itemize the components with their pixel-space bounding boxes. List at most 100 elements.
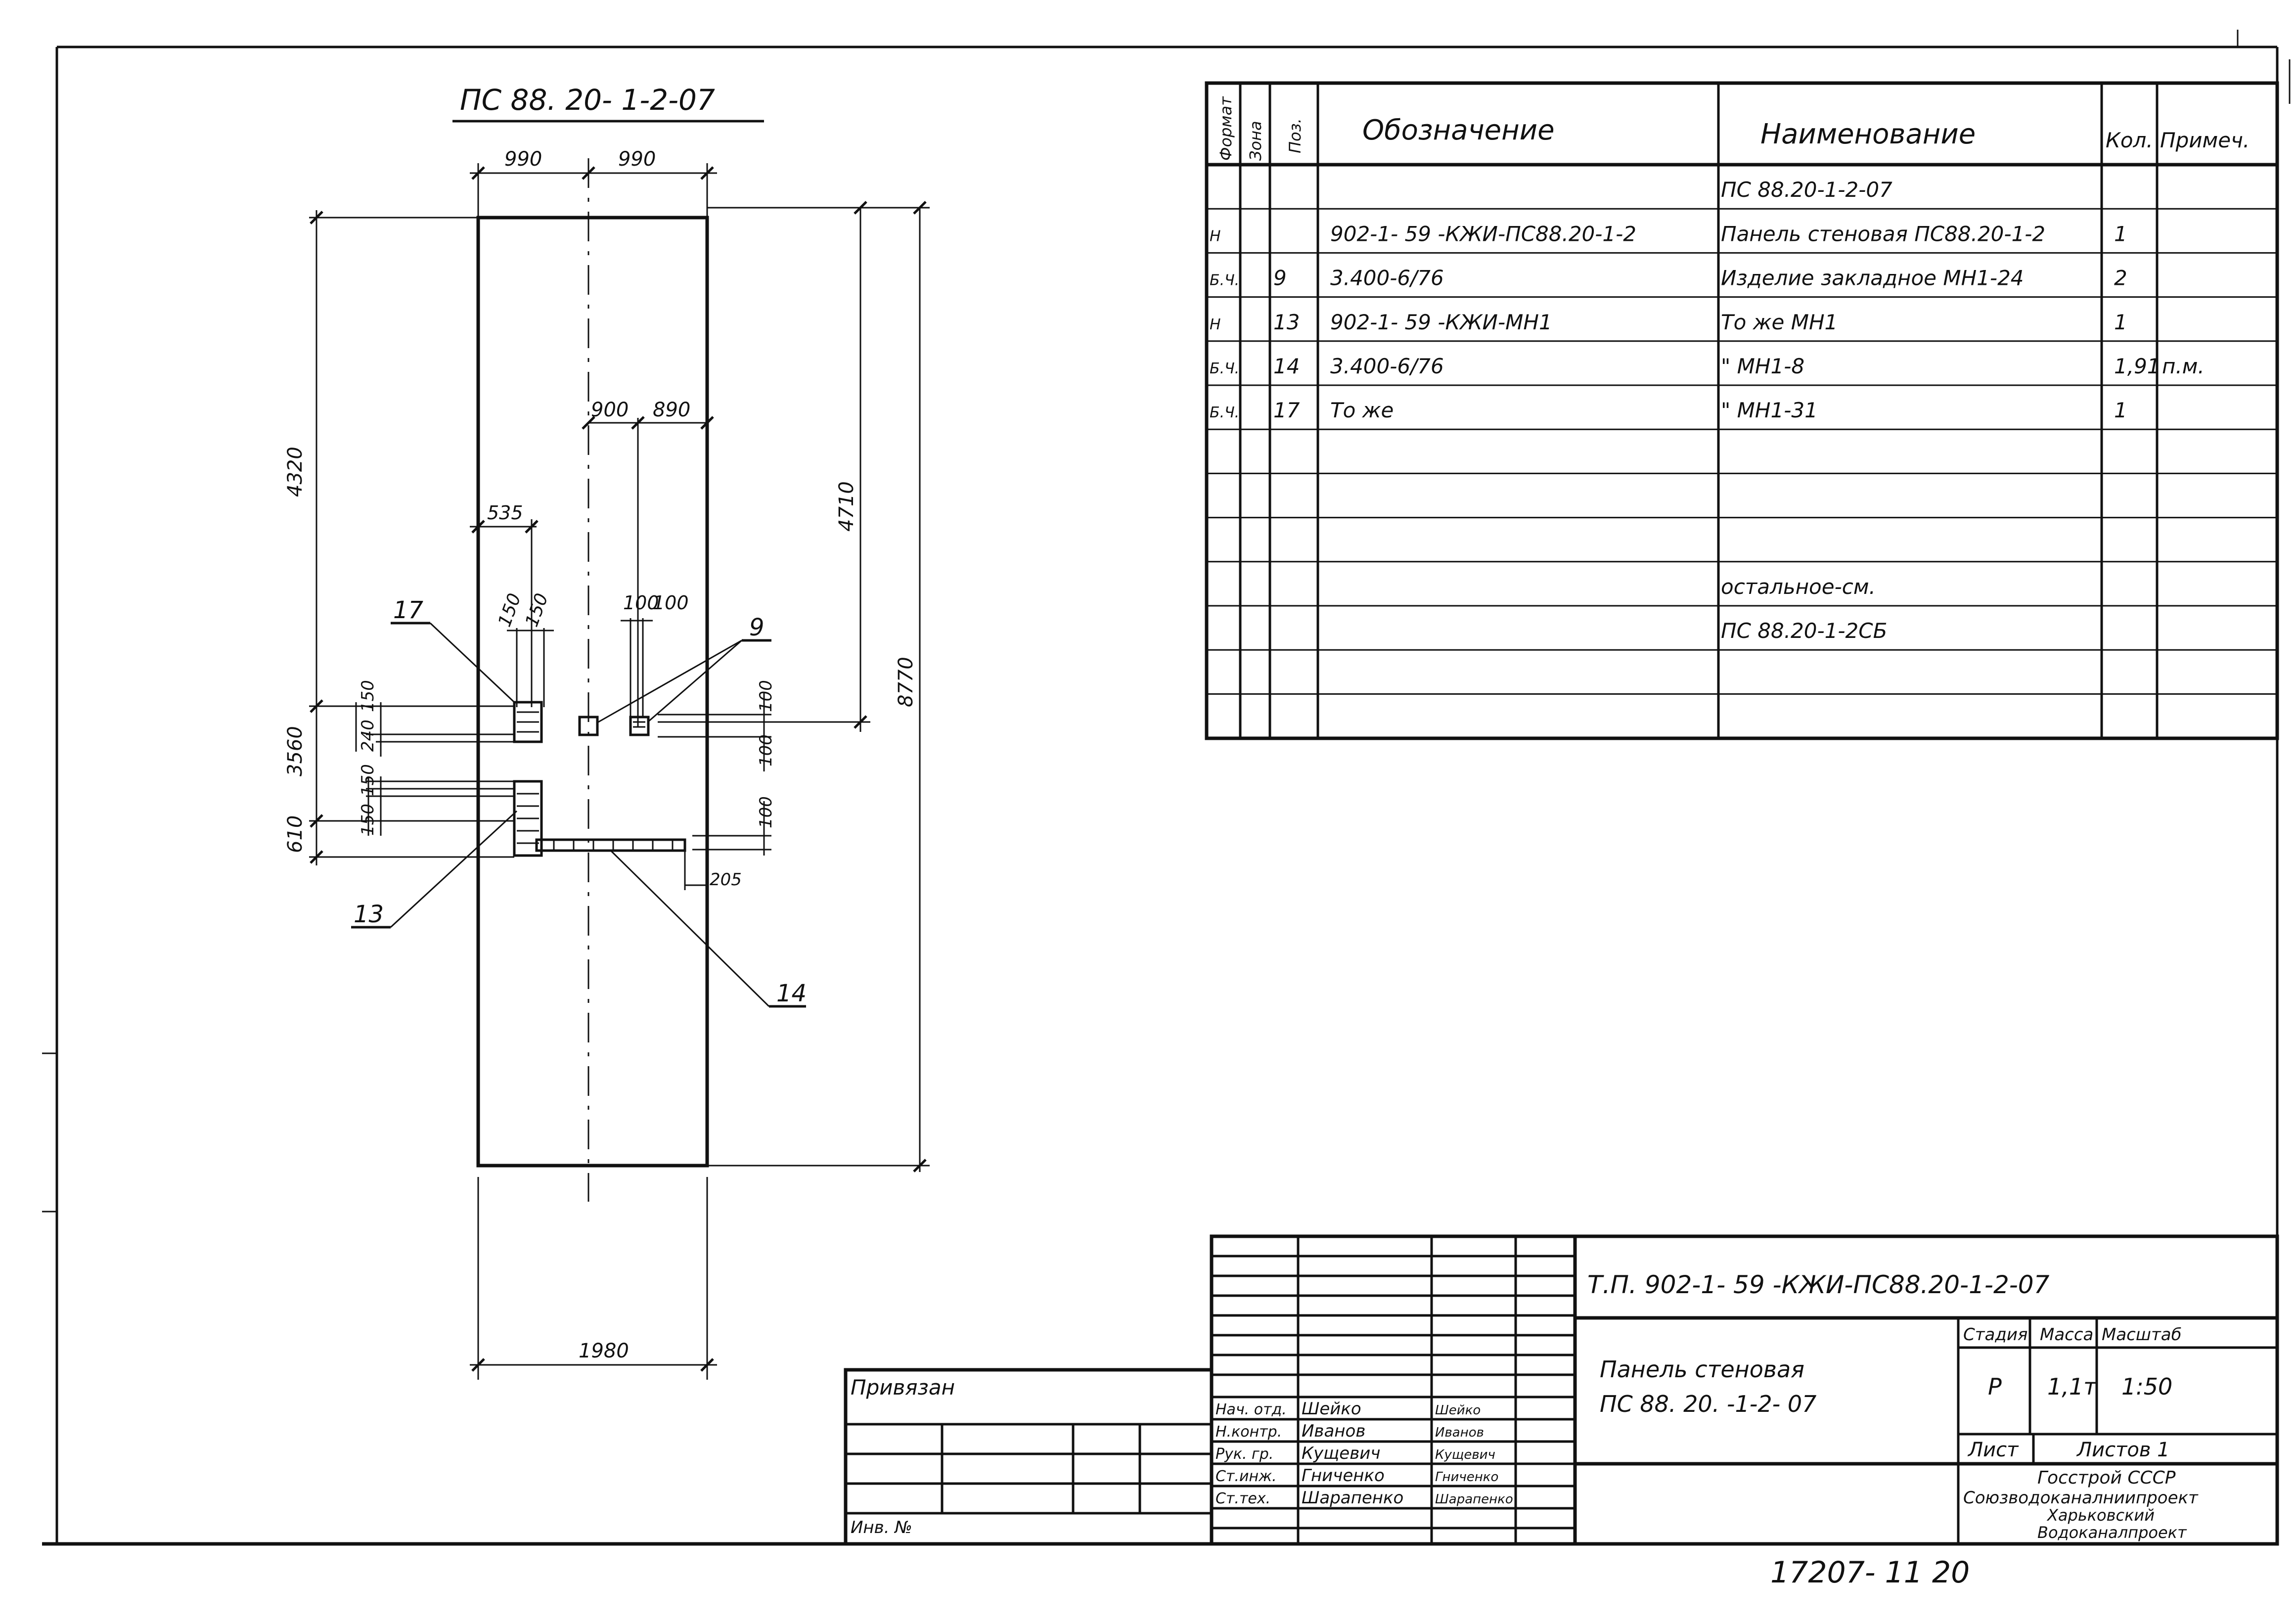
title-scale-label: Масштаб <box>2102 1325 2182 1345</box>
spec-cell-format: Б.Ч. <box>1210 404 1239 421</box>
role-name: Гниченко <box>1302 1466 1385 1486</box>
title-name-line2: ПС 88. 20. -1-2- 07 <box>1600 1391 1816 1417</box>
spec-cell-format: Н <box>1210 316 1221 333</box>
title-org-4: Водоканалпроект <box>2037 1523 2187 1542</box>
spec-cell-note: п.м. <box>2162 354 2205 378</box>
spec-cell-pos: 17 <box>1273 398 1300 422</box>
title-mass: 1,1т <box>2047 1373 2097 1400</box>
spec-cell-format: Н <box>1210 227 1221 245</box>
title-sheets-label: Листов 1 <box>2076 1439 2170 1461</box>
embedded-part-9-right <box>629 716 650 736</box>
role-signature: Гниченко <box>1435 1470 1498 1485</box>
spec-cell-name: остальное-см. <box>1721 575 1876 599</box>
spec-cell-qty: 2 <box>2114 266 2127 290</box>
title-mass-label: Масса <box>2040 1325 2093 1345</box>
spec-cell-name: Панель стеновая ПС88.20-1-2 <box>1721 222 2045 246</box>
spec-cell-designation: То же <box>1330 398 1394 422</box>
embedded-part-17 <box>513 701 543 743</box>
spec-cell-designation: 902-1- 59 -КЖИ-ПС88.20-1-2 <box>1330 222 1636 246</box>
role-signature: Шейко <box>1435 1403 1481 1418</box>
spec-cell-pos: 9 <box>1273 266 1287 290</box>
role-label: Н.контр. <box>1216 1423 1282 1441</box>
spec-cell-pos: 14 <box>1273 354 1300 378</box>
role-name: Иванов <box>1302 1421 1365 1441</box>
dim-left-mid: 3560 <box>284 726 307 776</box>
dim-left-upper: 4320 <box>284 447 307 497</box>
inventory-label: Инв. № <box>851 1518 912 1537</box>
role-signature: Шарапенко <box>1435 1492 1513 1507</box>
spec-header-format: Формат <box>1216 96 1235 161</box>
spec-cell-designation: 3.400-6/76 <box>1330 354 1444 378</box>
dim-left-240: 240 <box>358 720 378 752</box>
panel-drawing: ПС 88. 20- 1-2-07 990 990 4320 3560 610 <box>284 83 930 1380</box>
title-code: Т.П. 902-1- 59 -КЖИ-ПС88.20-1-2-07 <box>1587 1270 2050 1299</box>
panel-outline <box>476 216 709 1168</box>
title-org-1: Госстрой СССР <box>2037 1468 2176 1488</box>
callout-13: 13 <box>354 901 384 928</box>
spec-header-zone: Зона <box>1246 121 1265 161</box>
document-number: 17207- 11 20 <box>1770 1555 1970 1590</box>
dim-100-b: 100 <box>653 592 689 614</box>
dim-right-total: 8770 <box>895 657 917 707</box>
spec-cell-pos: 13 <box>1273 310 1300 334</box>
spec-cell-name: Изделие закладное МН1-24 <box>1721 266 2024 290</box>
title-stage-label: Стадия <box>1963 1325 2027 1345</box>
dim-535: 535 <box>487 502 523 524</box>
role-label: Ст.тех. <box>1216 1490 1270 1507</box>
title-stage: Р <box>1988 1373 2002 1400</box>
dim-900: 900 <box>591 399 629 421</box>
title-org-2: Союзводоканалниипроект <box>1963 1488 2199 1508</box>
role-signature: Кущевич <box>1435 1447 1495 1462</box>
dim-bottom: 1980 <box>579 1340 629 1362</box>
dim-205: 205 <box>710 870 742 890</box>
specification-table: Формат Зона Поз. Обозначение Наименовани… <box>1205 81 2279 740</box>
dim-right-100-a: 100 <box>756 680 776 712</box>
dim-left-low: 610 <box>284 815 307 853</box>
role-signature: Иванов <box>1435 1425 1484 1440</box>
spec-cell-qty: 1,91 <box>2114 354 2161 378</box>
spec-header-qty: Кол. <box>2106 128 2153 152</box>
dim-right-100-c: 100 <box>756 796 776 828</box>
role-label: Рук. гр. <box>1216 1445 1273 1463</box>
dim-left-150-a: 150 <box>358 680 378 712</box>
title-org-3: Харьковский <box>2046 1506 2155 1525</box>
role-label: Ст.инж. <box>1216 1468 1277 1485</box>
spec-header-pos: Поз. <box>1286 118 1305 153</box>
dim-right-inner: 4710 <box>835 481 858 532</box>
role-label: Нач. отд. <box>1216 1401 1287 1418</box>
spec-cell-name: " МН1-8 <box>1721 354 1804 378</box>
role-name: Шарапенко <box>1302 1488 1403 1508</box>
spec-cell-designation: 902-1- 59 -КЖИ-МН1 <box>1330 310 1552 334</box>
dim-100-a: 100 <box>623 592 659 614</box>
spec-cell-name: " МН1-31 <box>1721 398 1818 422</box>
callout-17: 17 <box>393 596 424 624</box>
embedded-part-9-left <box>578 716 599 736</box>
spec-cell-name: То же МН1 <box>1721 310 1838 334</box>
embedded-part-14 <box>535 838 686 852</box>
dim-left-150-c: 150 <box>358 804 378 836</box>
dim-right-100-b: 100 <box>756 734 776 767</box>
spec-cell-name: ПС 88.20-1-2СБ <box>1721 619 1887 643</box>
spec-cell-format: Б.Ч. <box>1210 272 1239 289</box>
callout-9: 9 <box>749 614 765 641</box>
view-title: ПС 88. 20- 1-2-07 <box>460 83 715 117</box>
role-name: Шейко <box>1302 1399 1361 1419</box>
title-scale: 1:50 <box>2121 1373 2172 1400</box>
spec-cell-format: Б.Ч. <box>1210 360 1239 377</box>
title-block: Т.П. 902-1- 59 -КЖИ-ПС88.20-1-2-07 Панел… <box>844 1234 2279 1590</box>
embedded-part-13 <box>513 780 543 857</box>
privyazan-label: Привязан <box>851 1375 955 1399</box>
dim-150-a: 150 <box>495 590 525 630</box>
spec-cell-name: ПС 88.20-1-2-07 <box>1721 178 1892 202</box>
spec-cell-qty: 1 <box>2114 310 2127 334</box>
dim-top-left: 990 <box>504 148 542 171</box>
spec-header-name: Наименование <box>1760 118 1976 150</box>
role-name: Кущевич <box>1302 1444 1380 1463</box>
spec-header-note: Примеч. <box>2160 128 2250 152</box>
dim-150-b: 150 <box>522 590 552 630</box>
dim-left-150-b: 150 <box>358 764 378 796</box>
spec-cell-qty: 1 <box>2114 398 2127 422</box>
callout-14: 14 <box>776 980 807 1007</box>
